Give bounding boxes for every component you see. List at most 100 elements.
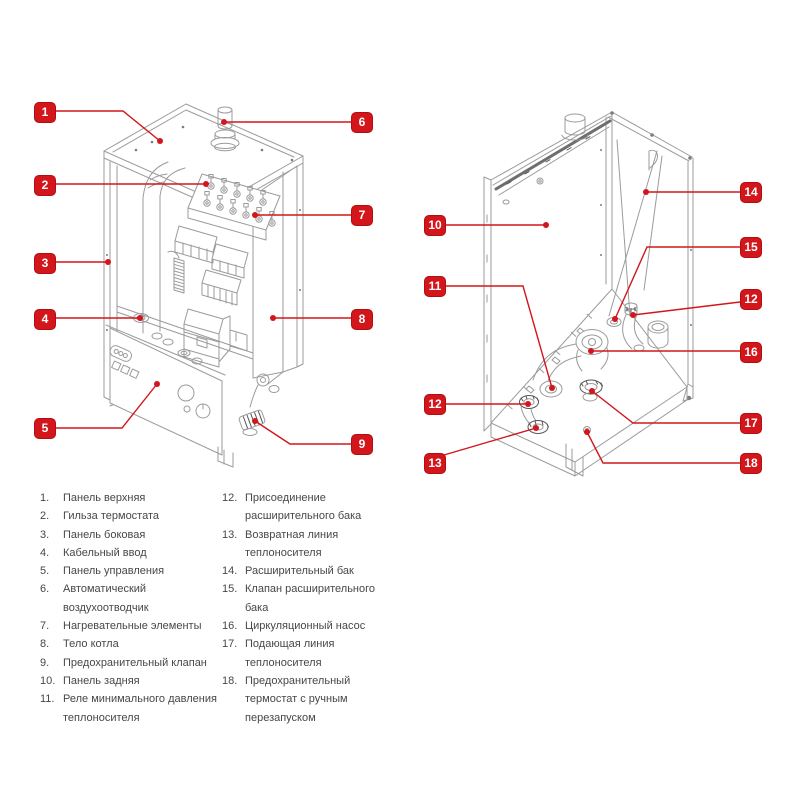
callout-badge-15: 15 bbox=[740, 236, 762, 258]
legend-item-text: Панель задняя bbox=[63, 674, 140, 687]
boiler-body-right-panel bbox=[253, 163, 303, 378]
leader-dot-10 bbox=[543, 222, 549, 228]
legend-item: 18.Предохранительный термостат с ручным … bbox=[222, 672, 378, 727]
base-tray bbox=[491, 289, 687, 476]
legend-item-text: Нагревательные элементы bbox=[63, 620, 202, 633]
legend-item: 4.Кабельный ввод bbox=[40, 544, 226, 562]
leader-dot-13 bbox=[533, 425, 539, 431]
legend-item-text: Панель верхняя bbox=[63, 492, 146, 504]
right-side-panel bbox=[683, 158, 693, 401]
leader-line-9 bbox=[255, 421, 351, 444]
legend-item-text: Гильза термостата bbox=[63, 510, 160, 523]
circulation-pump bbox=[576, 330, 608, 372]
leader-line-11 bbox=[446, 286, 552, 388]
terminal-blocks bbox=[175, 226, 248, 278]
callout-badge-17: 17 bbox=[740, 412, 762, 434]
leader-dot-7 bbox=[252, 212, 258, 218]
capillary-coil bbox=[168, 251, 184, 293]
callout-badge-16: 16 bbox=[740, 341, 762, 363]
leader-line-5 bbox=[56, 384, 157, 428]
callout-badge-5: 5 bbox=[34, 417, 56, 439]
legend-item-text: Панель боковая bbox=[63, 528, 146, 541]
legend-item: 13. Возвратная линия теплоносителя bbox=[222, 526, 378, 563]
legend-item-text: Возвратная линия теплоносителя bbox=[245, 528, 339, 559]
legend-item: 9. Предохранительный клапан bbox=[40, 654, 226, 672]
legend-item-number: 13. bbox=[222, 528, 238, 541]
legend-item-text: Подающая линия теплоносителя bbox=[245, 638, 335, 669]
safety-valve-group bbox=[238, 372, 283, 436]
leader-line-17 bbox=[592, 391, 740, 423]
bottom-foot bbox=[218, 447, 233, 467]
legend-item-text: Расширительный бак bbox=[245, 565, 354, 578]
legend-item-text: Клапан расширительного бака bbox=[245, 583, 376, 614]
callout-badge-6: 6 bbox=[351, 111, 373, 133]
contactor bbox=[202, 270, 241, 305]
legend-item: 7.Нагревательные элементы bbox=[40, 617, 226, 635]
callout-badge-13: 13 bbox=[424, 452, 446, 474]
leader-dot-8 bbox=[270, 315, 276, 321]
leader-dot-4 bbox=[137, 315, 143, 321]
callout-badge-8: 8 bbox=[351, 308, 373, 330]
legend-item-text: Присоединение расширительного бака bbox=[245, 492, 362, 523]
return-line-elbow bbox=[521, 407, 549, 434]
legend-item-number: 11. bbox=[40, 693, 55, 706]
legend-item-number: 1. bbox=[40, 492, 50, 504]
callout-badge-12: 12 bbox=[424, 393, 446, 415]
legend-item-text: Предохранительный клапан bbox=[63, 656, 207, 669]
legend-item-number: 4. bbox=[40, 546, 50, 559]
leader-line-1 bbox=[56, 111, 160, 141]
expansion-tank bbox=[609, 140, 662, 316]
legend-item: 11. Реле минимального давления теплоносит… bbox=[40, 690, 226, 727]
leader-dot-2 bbox=[203, 181, 209, 187]
leader-dot-18 bbox=[584, 429, 590, 435]
legend-item: 6.Автоматический воздухоотводчик bbox=[40, 580, 226, 617]
leader-dot-11 bbox=[549, 385, 555, 391]
side-cylinder-fitting bbox=[648, 321, 668, 348]
boiler-rear-drawing bbox=[484, 111, 693, 476]
legend-item-text: Панель управления bbox=[63, 565, 165, 578]
callout-badge-2: 2 bbox=[34, 174, 56, 196]
leader-dot-17 bbox=[589, 388, 595, 394]
leader-line-18 bbox=[587, 432, 740, 463]
legend-item: 5. Панель управления bbox=[40, 562, 226, 580]
legend-item: 2. Гильза термостата bbox=[40, 507, 226, 525]
legend-item-number: 8. bbox=[40, 638, 50, 651]
circuit-breaker bbox=[184, 309, 247, 367]
leader-dot-16 bbox=[588, 348, 594, 354]
legend-item-number: 2. bbox=[40, 510, 50, 523]
flue-stub bbox=[562, 114, 588, 140]
legend-item: 8.Тело котла bbox=[40, 635, 226, 653]
leader-dot-9 bbox=[252, 418, 258, 424]
legend-item: 1. Панель верхняя bbox=[40, 489, 226, 507]
callout-badge-12: 12 bbox=[740, 288, 762, 310]
leader-line-15 bbox=[615, 247, 740, 319]
leader-dot-3 bbox=[105, 259, 111, 265]
legend-item-number: 14. bbox=[222, 565, 238, 578]
leader-dot-1 bbox=[157, 138, 163, 144]
legend-item-number: 9. bbox=[40, 656, 50, 669]
top-panel bbox=[104, 104, 303, 210]
callout-badge-18: 18 bbox=[740, 452, 762, 474]
flue-duct bbox=[143, 162, 185, 333]
legend-item-text: Циркуляционный насос bbox=[245, 620, 366, 633]
callout-badge-7: 7 bbox=[351, 204, 373, 226]
legend-item: 16. Циркуляционный насос bbox=[222, 617, 378, 635]
legend-item-number: 16. bbox=[222, 620, 238, 633]
legend-item-number: 17. bbox=[222, 638, 238, 651]
leader-dot-12 bbox=[630, 312, 636, 318]
legend-item: 12.Присоединение расширительного бака bbox=[222, 489, 378, 526]
leader-line-13 bbox=[444, 428, 536, 455]
callout-badge-11: 11 bbox=[424, 275, 446, 297]
callout-badge-3: 3 bbox=[34, 252, 56, 274]
callout-badge-9: 9 bbox=[351, 433, 373, 455]
legend-item-text: Реле минимального давления теплоносителя bbox=[63, 693, 217, 724]
leader-dot-12 bbox=[525, 401, 531, 407]
callout-leader-lines bbox=[56, 111, 740, 463]
legend-item-number: 6. bbox=[40, 583, 50, 596]
legend-item-text: Предохранительный термостат с ручным пер… bbox=[245, 674, 351, 724]
callout-badge-4: 4 bbox=[34, 308, 56, 330]
legend-item-number: 5. bbox=[40, 565, 50, 578]
